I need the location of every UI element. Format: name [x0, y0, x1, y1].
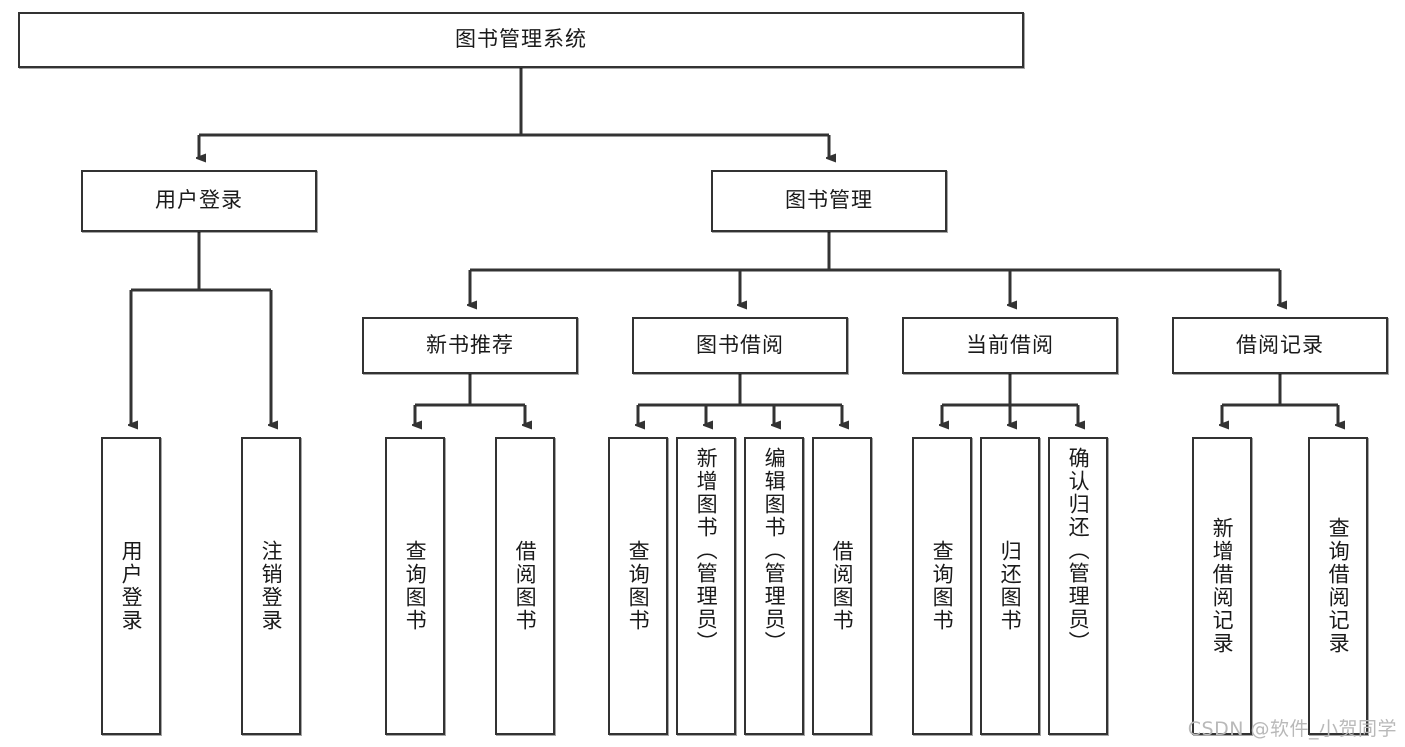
- node-book-borrow[interactable]: 图书借阅: [632, 317, 848, 374]
- node-book-management[interactable]: 图书管理: [711, 170, 947, 232]
- leaf-records-query-record[interactable]: 查询借阅记录: [1308, 437, 1368, 735]
- leaf-borrow-borrow-book[interactable]: 借阅图书: [812, 437, 872, 735]
- leaf-recommend-query-book[interactable]: 查询图书: [385, 437, 445, 735]
- leaf-borrow-edit-book-admin[interactable]: 编辑图书（管理员）: [744, 437, 804, 735]
- leaf-borrow-query-book[interactable]: 查询图书: [608, 437, 668, 735]
- node-root-label: 图书管理系统: [455, 27, 587, 52]
- watermark: CSDN @软件_小贺同学: [1187, 718, 1397, 740]
- leaf-current-confirm-return-admin-label: 确认归还（管理员）: [1066, 447, 1091, 654]
- leaf-user-logout-label: 注销登录: [259, 540, 284, 632]
- leaf-recommend-borrow-book-label: 借阅图书: [513, 540, 538, 632]
- node-new-book-recommend[interactable]: 新书推荐: [362, 317, 578, 374]
- node-new-book-recommend-label: 新书推荐: [426, 332, 514, 357]
- node-borrow-records[interactable]: 借阅记录: [1172, 317, 1388, 374]
- leaf-user-logout[interactable]: 注销登录: [241, 437, 301, 735]
- leaf-records-query-record-label: 查询借阅记录: [1326, 517, 1351, 655]
- leaf-current-query-book-label: 查询图书: [930, 540, 955, 632]
- leaf-borrow-edit-book-admin-label: 编辑图书（管理员）: [762, 447, 787, 654]
- leaf-borrow-borrow-book-label: 借阅图书: [830, 540, 855, 632]
- leaf-user-login-label: 用户登录: [119, 540, 144, 632]
- node-current-borrow-label: 当前借阅: [966, 332, 1054, 357]
- node-book-borrow-label: 图书借阅: [696, 332, 784, 357]
- node-root[interactable]: 图书管理系统: [18, 12, 1024, 68]
- leaf-current-query-book[interactable]: 查询图书: [912, 437, 972, 735]
- leaf-current-confirm-return-admin[interactable]: 确认归还（管理员）: [1048, 437, 1108, 735]
- node-user-login-label: 用户登录: [155, 188, 243, 213]
- leaf-records-add-record-label: 新增借阅记录: [1210, 517, 1235, 655]
- leaf-borrow-query-book-label: 查询图书: [626, 540, 651, 632]
- node-user-login[interactable]: 用户登录: [81, 170, 317, 232]
- leaf-borrow-add-book-admin-label: 新增图书（管理员）: [694, 447, 719, 654]
- node-current-borrow[interactable]: 当前借阅: [902, 317, 1118, 374]
- leaf-borrow-add-book-admin[interactable]: 新增图书（管理员）: [676, 437, 736, 735]
- leaf-current-return-book-label: 归还图书: [998, 540, 1023, 632]
- leaf-records-add-record[interactable]: 新增借阅记录: [1192, 437, 1252, 735]
- leaf-current-return-book[interactable]: 归还图书: [980, 437, 1040, 735]
- leaf-user-login[interactable]: 用户登录: [101, 437, 161, 735]
- leaf-recommend-query-book-label: 查询图书: [403, 540, 428, 632]
- leaf-recommend-borrow-book[interactable]: 借阅图书: [495, 437, 555, 735]
- node-book-management-label: 图书管理: [785, 188, 873, 213]
- node-borrow-records-label: 借阅记录: [1236, 332, 1324, 357]
